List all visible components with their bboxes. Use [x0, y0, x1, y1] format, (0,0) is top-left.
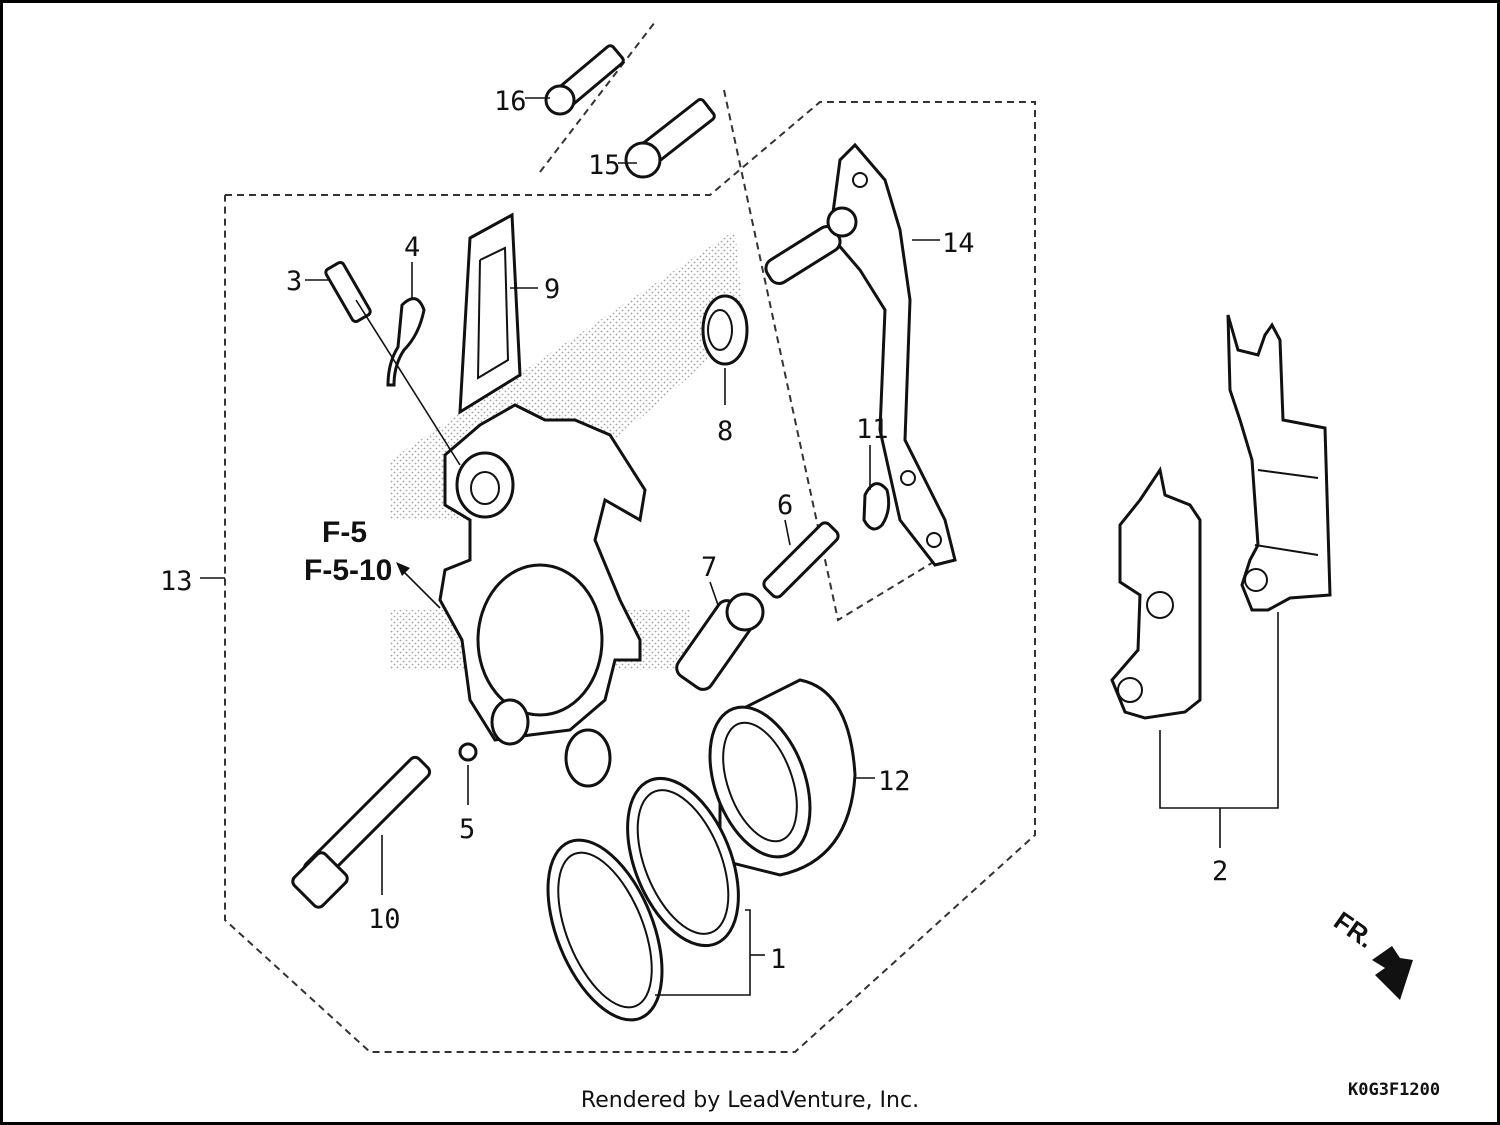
assembly-boundary	[224, 21, 1036, 1053]
seal-set-1	[546, 776, 740, 1022]
callout-6: 6	[777, 490, 793, 521]
reference-f5-10: F-5-10	[304, 554, 392, 587]
leader-lines	[200, 97, 1279, 996]
caliper-body	[438, 403, 647, 788]
callout-13: 13	[160, 566, 193, 597]
diagram-code: K0G3F1200	[1348, 1080, 1440, 1100]
pad-spring-9	[458, 212, 522, 415]
callout-16: 16	[494, 86, 527, 117]
boot-11	[862, 482, 891, 531]
callouts: 1 2 3 4 5 6 7 8 9 10 11 12 13 14 15 16	[160, 86, 1228, 975]
callout-11: 11	[856, 414, 889, 445]
piston-12	[708, 678, 857, 877]
pin-7	[675, 592, 765, 691]
washer-5	[458, 742, 478, 762]
callout-8: 8	[717, 416, 733, 447]
callout-2: 2	[1212, 856, 1228, 887]
callout-3: 3	[286, 266, 302, 297]
bracket-14	[764, 142, 957, 567]
callout-15: 15	[588, 150, 621, 181]
callout-12: 12	[878, 766, 911, 797]
boot-8	[701, 294, 749, 366]
reference-f5: F-5	[322, 516, 367, 549]
callout-1: 1	[770, 944, 786, 975]
front-label: FR.	[1329, 905, 1381, 954]
pin-6	[762, 521, 840, 599]
callout-7: 7	[701, 552, 717, 583]
footer-credit: Rendered by LeadVenture, Inc.	[580, 1088, 920, 1113]
pin-10	[291, 755, 432, 909]
bolt-16	[544, 44, 625, 116]
callout-4: 4	[404, 232, 420, 263]
brake-pads-2	[1110, 314, 1332, 720]
callout-10: 10	[368, 904, 401, 935]
bleeder-3	[324, 260, 372, 324]
callout-5: 5	[459, 814, 475, 845]
cap-4	[386, 297, 426, 387]
front-arrow-icon	[1372, 946, 1413, 1000]
front-direction-indicator: FR.	[1329, 905, 1413, 1000]
reference-labels: F-5 F-5-10	[304, 516, 392, 587]
callout-9: 9	[544, 274, 560, 305]
bolt-15	[624, 98, 716, 179]
callout-14: 14	[942, 228, 975, 259]
